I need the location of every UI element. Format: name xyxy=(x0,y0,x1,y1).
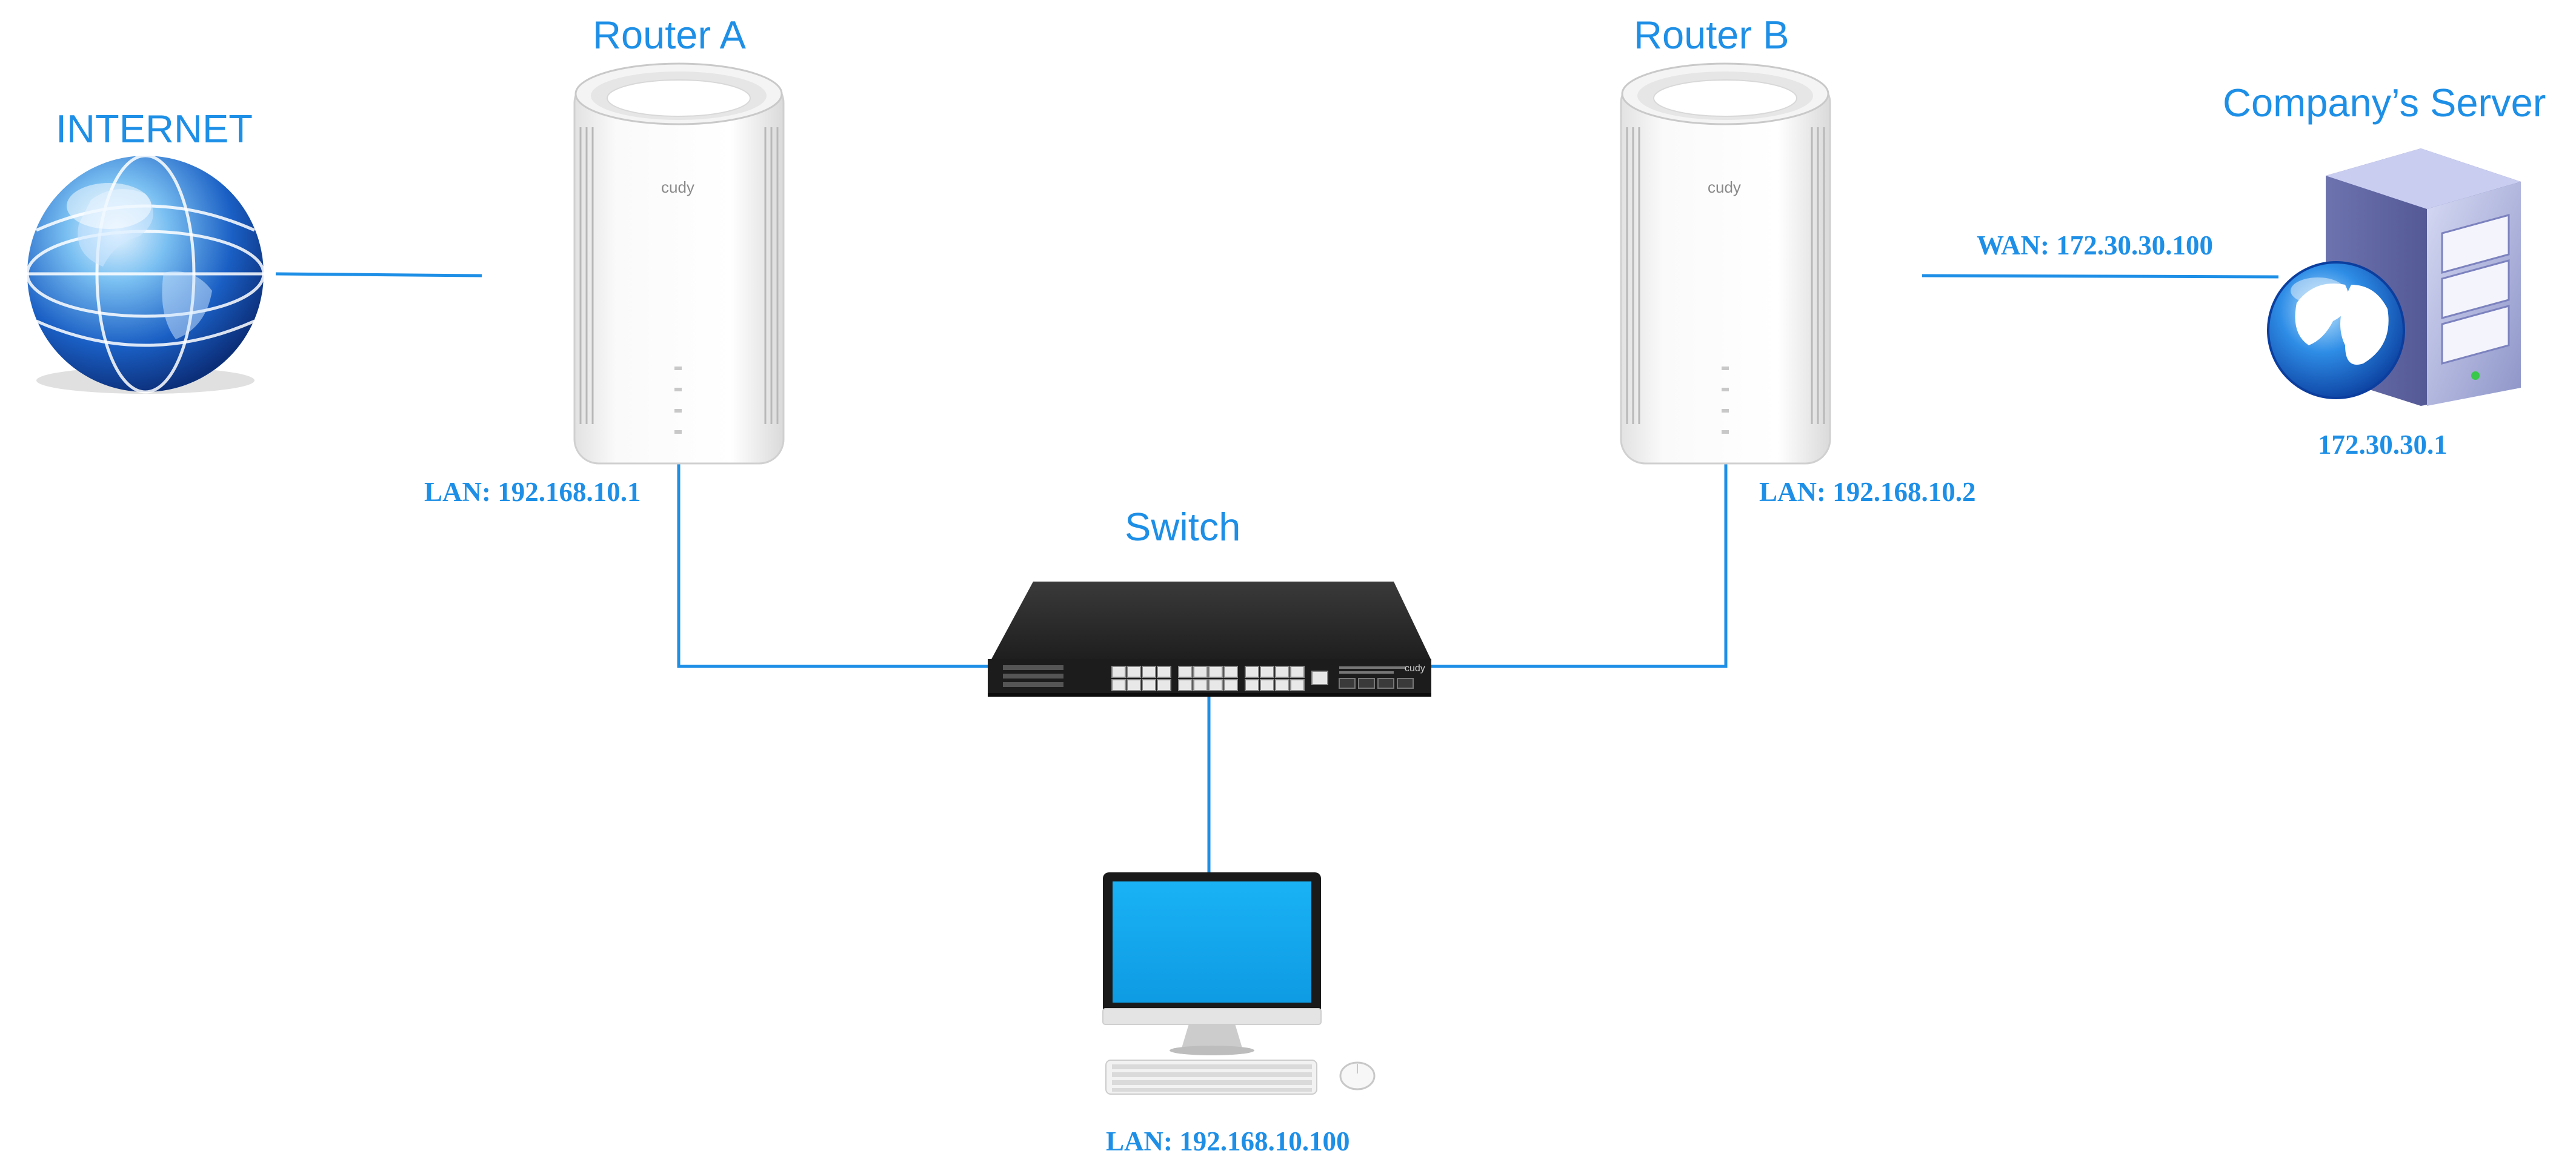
switch-icon xyxy=(988,582,1431,697)
pc-lan-address: LAN: 192.168.10.100 xyxy=(1106,1126,1350,1156)
link-router-b-switch xyxy=(1431,463,1728,668)
router-b-lan-address: LAN: 192.168.10.2 xyxy=(1759,477,1976,507)
server-ip-address: 172.30.30.1 xyxy=(2318,430,2448,460)
switch-label: Switch xyxy=(1125,505,1241,549)
connections xyxy=(275,272,2279,872)
router-b-brand-logo: cudy xyxy=(1708,178,1741,196)
link-router-a-switch xyxy=(677,463,988,668)
internet-label: INTERNET xyxy=(56,107,253,151)
router-b-wan-address: WAN: 172.30.30.100 xyxy=(1977,230,2213,260)
router-a-brand-logo: cudy xyxy=(661,178,694,196)
globe-icon xyxy=(25,154,265,394)
router-b-label: Router B xyxy=(1634,13,1789,57)
router-b-icon xyxy=(1620,62,1831,465)
switch-brand-logo: cudy xyxy=(1405,663,1425,674)
router-a-icon xyxy=(573,62,785,465)
server-label: Company’s Server xyxy=(2223,81,2546,125)
router-a-label: Router A xyxy=(593,13,746,57)
server-icon xyxy=(2267,148,2521,406)
desktop-computer-icon xyxy=(1102,872,1376,1095)
router-a-lan-address: LAN: 192.168.10.1 xyxy=(424,477,641,507)
link-internet-router-a xyxy=(275,272,482,277)
link-router-b-server xyxy=(1922,274,2279,279)
